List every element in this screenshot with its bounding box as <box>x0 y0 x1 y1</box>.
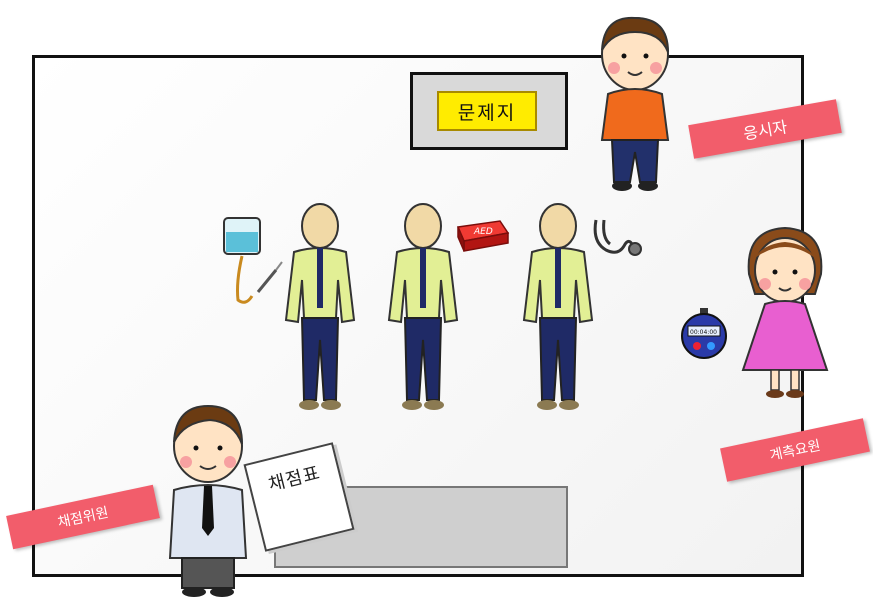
stopwatch-display: 00:04:00 <box>690 329 717 336</box>
patient-figure-2 <box>383 200 463 415</box>
patient-figure-1 <box>280 200 360 415</box>
timekeeper-figure <box>735 222 835 402</box>
examinee-figure <box>590 10 680 195</box>
problem-paper-label: 문제지 <box>437 91 537 131</box>
stopwatch-icon: 00:04:00 <box>680 308 728 360</box>
aed-label: AED <box>473 227 493 237</box>
aed-icon: AED <box>452 215 512 253</box>
grader-figure <box>158 398 258 598</box>
patient-figure-3 <box>518 200 598 415</box>
stethoscope-icon <box>588 216 644 268</box>
iv-drip-icon <box>218 212 290 307</box>
